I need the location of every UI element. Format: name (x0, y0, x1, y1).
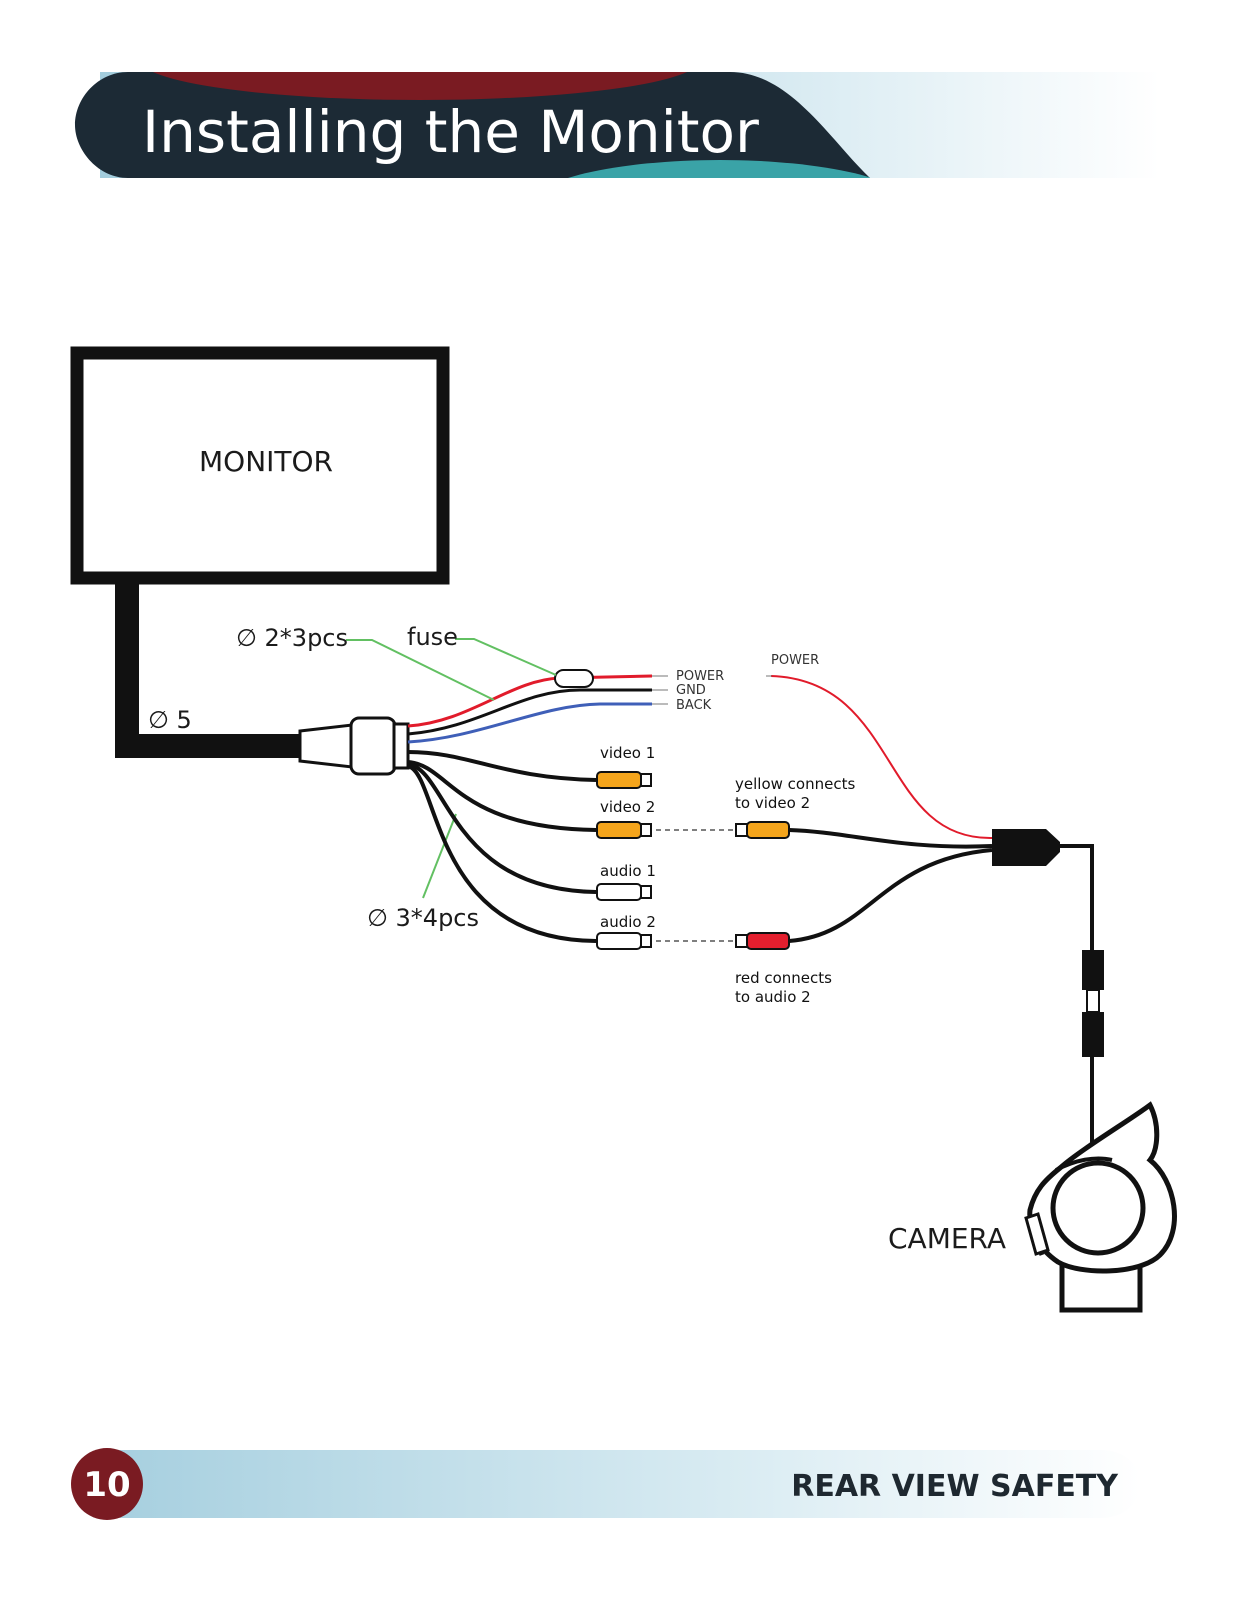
camera-icon: CAMERA (888, 1101, 1177, 1313)
audio1-label: audio 1 (600, 862, 656, 880)
page-number: 10 (83, 1465, 130, 1505)
camera-wires: POWER (766, 653, 1104, 1145)
camera-side-tab (1024, 1212, 1050, 1256)
monitor-label: MONITOR (199, 445, 333, 478)
monitor-box (70, 346, 450, 585)
junction-block (992, 829, 1060, 866)
camera-power-wire (770, 675, 993, 840)
cable-audio1 (407, 762, 597, 894)
page-title: Installing the Monitor (142, 98, 759, 166)
cable-connector (298, 716, 410, 776)
callouts: ∅ 2*3pcs fuse ∅ 3*4pcs (236, 623, 557, 932)
brand-name: REAR VIEW SAFETY (791, 1469, 1119, 1504)
page-number-badge (71, 1448, 143, 1520)
rca-plug-video1 (596, 771, 652, 789)
video1-label: video 1 (600, 744, 655, 762)
inline-connector-bottom (1082, 1012, 1104, 1057)
camera-rca-red (735, 932, 790, 950)
camera-cable-red (788, 848, 993, 943)
video2-label: video 2 (600, 798, 655, 816)
connector-body (349, 716, 397, 776)
rca-plug-audio1 (596, 883, 652, 901)
header-dark-shape (75, 72, 870, 178)
camera-label: CAMERA (888, 1222, 1006, 1255)
connector-collar (392, 722, 410, 770)
header-teal-arc (530, 160, 870, 178)
monitor: MONITOR (70, 346, 450, 585)
camera-rca-yellow (735, 821, 790, 839)
cable-audio2 (407, 764, 597, 943)
leader-fuse (455, 638, 557, 676)
fuse-holder (554, 669, 594, 688)
yellow-note-line1: yellow connects (735, 775, 855, 793)
fuse-label: fuse (407, 623, 458, 651)
footer: 10 REAR VIEW SAFETY (71, 1448, 1140, 1520)
rca-plug-video2 (596, 821, 652, 839)
wire-power (407, 674, 653, 728)
header-banner: Installing the Monitor (75, 72, 1160, 178)
rca-plug-audio2 (596, 932, 652, 950)
camera-power-label: POWER (771, 653, 819, 668)
yellow-note-line2: to video 2 (735, 794, 810, 812)
red-note-line1: red connects (735, 969, 832, 987)
cable-video1 (407, 750, 597, 782)
connector-cone (298, 723, 354, 769)
camera-lens (1050, 1160, 1146, 1256)
thin-wires-label: ∅ 2*3pcs (236, 624, 348, 652)
main-cable (115, 578, 300, 758)
camera-cable-yellow (788, 828, 993, 849)
power-wires: POWER GND BACK (407, 669, 724, 744)
footer-band (100, 1450, 1140, 1518)
cable-video2 (407, 760, 597, 832)
rca-cables-label: ∅ 3*4pcs (367, 904, 479, 932)
wire-back-label: BACK (676, 698, 712, 713)
red-note-line2: to audio 2 (735, 988, 811, 1006)
rca-cables (407, 750, 597, 943)
wire-gnd (407, 688, 652, 736)
wire-back (407, 702, 652, 744)
inline-connector-top (1082, 950, 1104, 990)
leader-thin-wires (346, 639, 495, 701)
wire-power-label: POWER (676, 669, 724, 684)
leader-rca-cables (422, 813, 457, 899)
audio2-label: audio 2 (600, 913, 656, 931)
header-maroon-arc (140, 72, 700, 100)
main-cable-label: ∅ 5 (148, 706, 192, 734)
wire-gnd-label: GND (676, 683, 706, 698)
